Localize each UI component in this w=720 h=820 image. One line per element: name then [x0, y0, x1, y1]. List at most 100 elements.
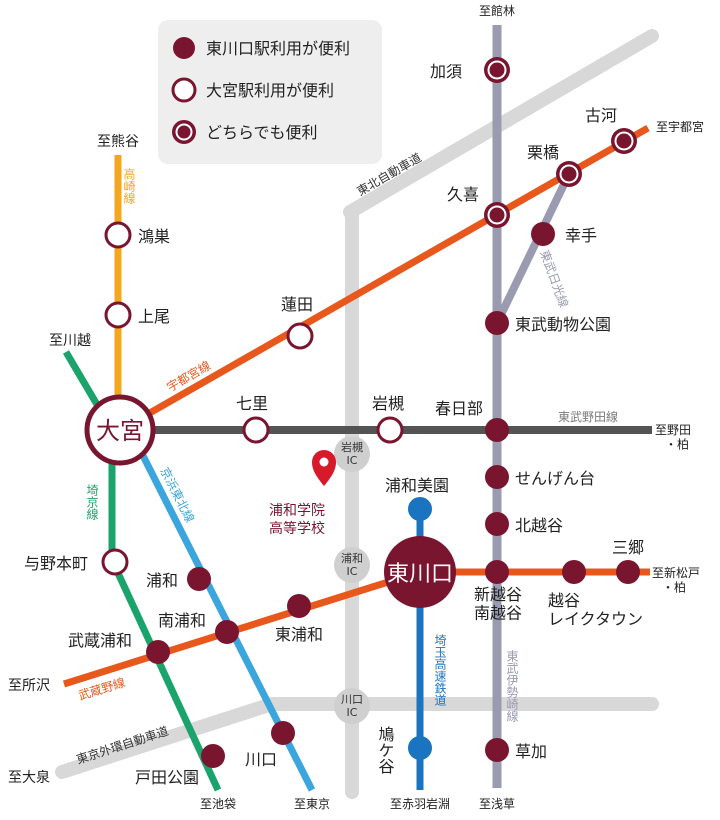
station-kitakoshigaya: 北越谷: [485, 512, 563, 536]
station-koga: 古河: [585, 106, 637, 154]
station-urawa-misono: 浦和美園: [385, 476, 449, 521]
station-urawa-name: 浦和: [146, 571, 178, 590]
legend-filled-marker: [173, 37, 195, 59]
station-layer: 大宮 東川口 加須 古河 栗橋 久喜 幸手 東武動物公園 蓮田 鴻巣 上尾 七里: [24, 57, 644, 787]
ic-markers: 岩槻 IC 浦和 IC 川口 IC: [334, 436, 370, 724]
station-ageo-marker: [104, 301, 132, 329]
station-kuki: 久喜: [447, 185, 510, 228]
school-name-line1: 浦和学院: [269, 503, 325, 519]
station-dot-filled: [531, 222, 555, 246]
station-satte: 幸手: [531, 222, 597, 246]
dest-ikebukuro: 至池袋: [200, 797, 236, 811]
station-shin-koshigaya-marker: [485, 560, 509, 584]
legend-item-both: どちらでも便利: [172, 120, 318, 144]
label-tobu-isesaki-line: 東武伊勢崎線: [505, 650, 519, 722]
dest-utsunomiya: 至宇都宮: [656, 119, 704, 134]
station-yonohonmachi-name: 与野本町: [24, 554, 88, 573]
station-dot-filled: [485, 311, 509, 335]
station-soka-marker: [485, 738, 509, 762]
station-musashi-urawa-marker: [146, 640, 170, 664]
line-saikyo: [62, 350, 222, 792]
station-hasuda-marker: [286, 322, 314, 350]
station-dot-kosoku: [408, 497, 432, 521]
dest-oizumi: 至大泉: [8, 769, 50, 786]
station-dot-ring: [104, 301, 132, 329]
station-dot-filled: [271, 721, 295, 745]
station-dot-both-inner: [561, 166, 577, 182]
station-iwatsuki-marker: [376, 416, 404, 444]
legend-item-ring: 大宮駅利用が便利: [171, 77, 334, 103]
station-nanasato-marker: [242, 416, 270, 444]
station-dot-filled: [485, 560, 509, 584]
station-iwatsuki: 岩槻: [372, 394, 404, 444]
iwatsuki-ic: 岩槻 IC: [334, 436, 370, 472]
station-kurihashi-name: 栗橋: [527, 143, 559, 162]
station-urawa: 浦和: [146, 567, 211, 591]
kawaguchi-ic: 川口 IC: [334, 688, 370, 724]
station-kawaguchi-name: 川口: [245, 750, 277, 769]
station-urawa-misono-name: 浦和美園: [385, 476, 449, 495]
station-tobu-dobutsu: 東武動物公園: [485, 311, 611, 335]
station-dot-filled: [485, 418, 509, 442]
station-koshigaya-laketown-marker: [562, 560, 586, 584]
map-pin-icon: [312, 450, 336, 486]
station-kasukabe-name: 春日部: [435, 399, 483, 418]
kawaguchi-ic-name: 川口: [341, 693, 363, 706]
station-tobu-dobutsu-name: 東武動物公園: [515, 315, 611, 334]
dest-kawagoe: 至川越: [49, 333, 91, 349]
station-konosu: 鴻巣: [104, 221, 170, 249]
station-satte-name: 幸手: [565, 226, 597, 245]
station-higashikawaguchi-name: 東川口: [387, 562, 453, 587]
label-tobu-noda-line: 東武野田線: [558, 409, 618, 424]
station-shin-koshigaya: 新越谷南越谷: [474, 560, 522, 622]
label-takasaki-line: 高崎線: [122, 167, 136, 204]
station-omiya-hub: 大宮: [84, 394, 156, 466]
station-minami-urawa-marker: [215, 620, 239, 644]
station-urawa-misono-marker: [408, 497, 432, 521]
station-dot-filled: [616, 560, 640, 584]
station-toda-koen-name: 戸田公園: [135, 768, 199, 787]
dest-shinmatsudo: 至新松戸・柏: [652, 565, 700, 594]
school-location: 浦和学院 高等学校: [269, 450, 336, 537]
station-nanasato-name: 七里: [236, 394, 268, 413]
iwatsuki-ic-marker: [334, 436, 370, 472]
station-misato-marker: [616, 560, 640, 584]
station-kawaguchi-marker: [271, 721, 295, 745]
station-minami-urawa-name: 南浦和: [158, 611, 206, 630]
dest-akabane: 至赤羽岩淵: [390, 796, 450, 811]
station-dot-ring: [101, 548, 129, 576]
destinations: 至館林 至熊谷 至宇都宮 至川越 至野田・柏 至新松戸・柏 至所沢 至大泉 至池…: [8, 3, 704, 811]
station-dot-filled: [485, 465, 509, 489]
station-kuki-name: 久喜: [447, 185, 479, 204]
station-konosu-marker: [104, 221, 132, 249]
station-nanasato: 七里: [236, 394, 270, 444]
station-kazo-name: 加須: [430, 62, 462, 81]
station-misato: 三郷: [612, 538, 644, 584]
dest-tokyo: 至東京: [294, 797, 330, 811]
station-koshigaya-laketown: 越谷レイクタウン: [548, 560, 643, 628]
legend-both-label: どちらでも便利: [206, 123, 318, 142]
dest-tatebayashi: 至館林: [479, 3, 515, 18]
station-dot-kosoku: [408, 736, 432, 760]
station-dot-filled: [485, 738, 509, 762]
station-tobu-dobutsu-marker: [485, 311, 509, 335]
station-shin-koshigaya-name: 新越谷南越谷: [474, 585, 522, 622]
station-hatogaya-name: 鳩ケ谷: [376, 726, 395, 774]
station-higashi-urawa-marker: [287, 594, 311, 618]
line-tobu-nikko: [493, 172, 573, 325]
station-hatogaya: 鳩ケ谷: [376, 726, 432, 774]
station-sengendai-marker: [485, 465, 509, 489]
station-kitakoshigaya-name: 北越谷: [515, 516, 563, 535]
dest-tokorozawa: 至所沢: [8, 678, 50, 694]
legend-ring-label: 大宮駅利用が便利: [206, 81, 334, 100]
urawa-ic: 浦和 IC: [334, 547, 370, 583]
station-yonohonmachi: 与野本町: [24, 548, 129, 576]
iwatsuki-ic-name: 岩槻: [341, 440, 363, 454]
station-kawaguchi: 川口: [245, 721, 295, 769]
legend-item-filled: 東川口駅利用が便利: [173, 37, 350, 59]
station-kasukabe-marker: [485, 418, 509, 442]
station-soka: 草加: [485, 738, 547, 762]
station-dot-ring: [286, 322, 314, 350]
station-dot-filled: [562, 560, 586, 584]
